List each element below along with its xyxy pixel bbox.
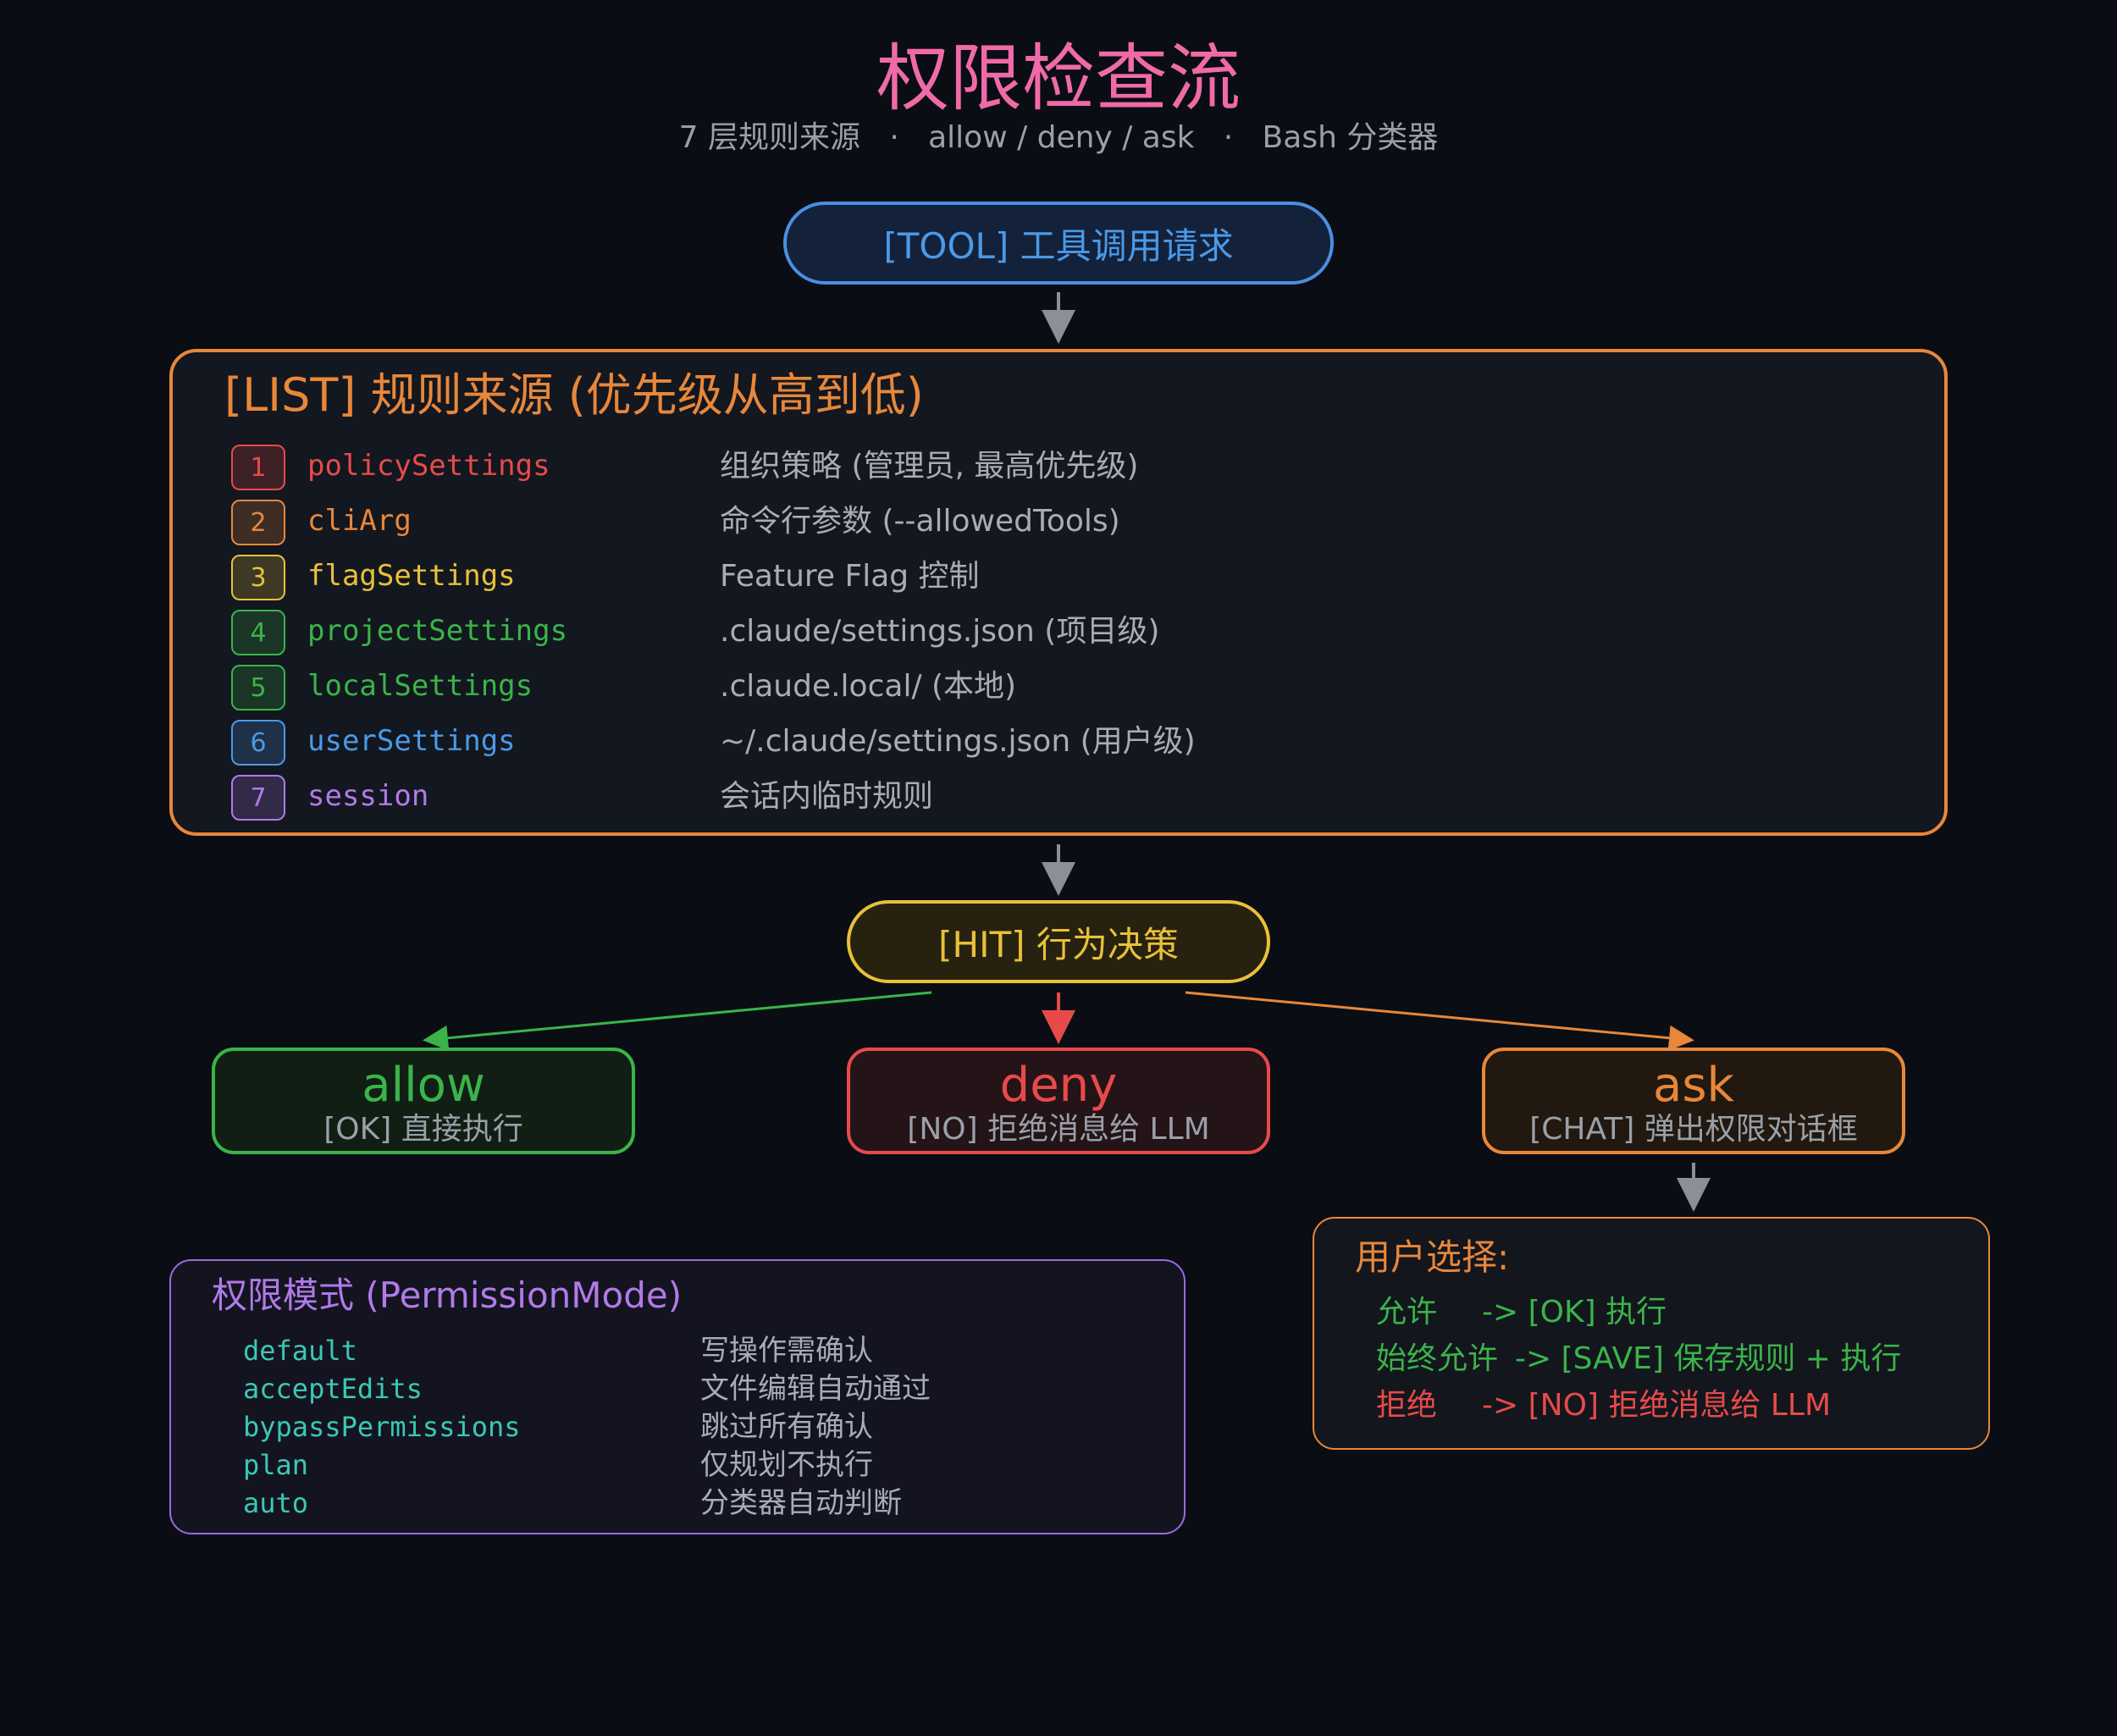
rule-source-description: Feature Flag 控制 [720,559,980,594]
allow-sublabel: [OK] 直接执行 [323,1112,523,1147]
rule-source-description: 命令行参数 (--allowedTools) [720,504,1120,539]
rule-source-description: .claude.local/ (本地) [720,669,1017,704]
rule-source-number-badge: 5 [231,665,285,710]
rule-source-number-badge: 6 [231,720,285,766]
permission-mode-description: 文件编辑自动通过 [700,1372,931,1406]
permission-mode-row: acceptEdits 文件编辑自动通过 [243,1370,1090,1408]
rule-source-number-badge: 1 [231,445,285,490]
ask-sublabel: [CHAT] 弹出权限对话框 [1529,1112,1858,1147]
rule-source-row: 2 cliArg 命令行参数 (--allowedTools) [231,500,1586,550]
permission-mode-name: bypassPermissions [243,1411,521,1443]
permission-mode-description: 跳过所有确认 [700,1410,873,1444]
rule-source-name: cliArg [307,504,412,538]
permission-mode-description: 写操作需确认 [700,1334,873,1368]
user-choice-option: 始终允许 [1376,1341,1499,1376]
rule-source-description: 会话内临时规则 [720,779,934,814]
permission-mode-row: bypassPermissions 跳过所有确认 [243,1408,1090,1446]
allow-label: allow [362,1058,485,1113]
user-choice-row: 拒绝 -> [NO] 拒绝消息给 LLM [1376,1385,1969,1427]
permission-mode-row: default 写操作需确认 [243,1332,1090,1370]
ask-decision-node: ask [CHAT] 弹出权限对话框 [1482,1048,1905,1154]
rule-source-name: session [307,779,429,813]
rule-source-row: 3 flagSettings Feature Flag 控制 [231,555,1586,605]
rule-source-name: userSettings [307,724,516,758]
permission-mode-name: acceptEdits [243,1373,423,1405]
user-choice-panel [1313,1217,1990,1450]
rule-source-name: projectSettings [307,614,568,648]
rule-source-number-badge: 7 [231,775,285,821]
user-choice-option: 允许 [1376,1295,1438,1330]
tool-request-node: [TOOL] 工具调用请求 [783,202,1334,285]
deny-label: deny [999,1058,1118,1113]
user-choice-heading: 用户选择: [1355,1236,1510,1278]
permission-modes-panel [169,1259,1186,1534]
user-choice-row: 始终允许 -> [SAVE] 保存规则 + 执行 [1376,1338,1969,1380]
rule-source-number-badge: 4 [231,610,285,655]
permission-mode-name: auto [243,1487,309,1519]
rule-source-row: 1 policySettings 组织策略 (管理员, 最高优先级) [231,445,1586,495]
rule-source-row: 7 session 会话内临时规则 [231,775,1586,826]
rule-source-name: localSettings [307,669,533,703]
rule-source-row: 4 projectSettings .claude/settings.json (项… [231,610,1586,661]
deny-decision-node: deny [NO] 拒绝消息给 LLM [847,1048,1270,1154]
rule-source-number-badge: 2 [231,500,285,545]
arrow-hit-to-allow [423,991,932,1051]
rule-sources-heading: [LIST] 规则来源 (优先级从高到低) [224,368,924,422]
rule-source-description: ~/.claude/settings.json (用户级) [720,724,1196,759]
rule-source-name: flagSettings [307,559,516,593]
allow-decision-node: allow [OK] 直接执行 [212,1048,635,1154]
deny-sublabel: [NO] 拒绝消息给 LLM [907,1112,1210,1147]
permission-mode-row: plan 仅规划不执行 [243,1446,1090,1484]
arrow-hit-to-ask [1185,991,1694,1051]
rule-source-number-badge: 3 [231,555,285,600]
permission-mode-row: auto 分类器自动判断 [243,1484,1090,1523]
rule-source-row: 5 localSettings .claude.local/ (本地) [231,665,1586,716]
user-choice-action: -> [OK] 执行 [1482,1295,1667,1330]
permission-mode-description: 分类器自动判断 [700,1486,902,1520]
rule-source-row: 6 userSettings ~/.claude/settings.json (用户… [231,720,1586,771]
rule-source-description: 组织策略 (管理员, 最高优先级) [720,449,1139,484]
rule-source-name: policySettings [307,449,550,483]
permission-modes-heading: 权限模式 (PermissionMode) [212,1274,683,1316]
user-choice-action: -> [SAVE] 保存规则 + 执行 [1515,1341,1902,1376]
page-subtitle: 7 层规则来源 · allow / deny / ask · Bash 分类器 [678,120,1439,155]
user-choice-option: 拒绝 [1376,1388,1438,1423]
user-choice-action: -> [NO] 拒绝消息给 LLM [1482,1388,1832,1423]
rule-source-description: .claude/settings.json (项目级) [720,614,1160,649]
permission-mode-name: plan [243,1449,309,1481]
ask-label: ask [1653,1058,1734,1113]
permission-mode-description: 仅规划不执行 [700,1448,873,1482]
behavior-decision-node: [HIT] 行为决策 [847,900,1270,983]
user-choice-row: 允许 -> [OK] 执行 [1376,1291,1969,1334]
rule-sources-panel [169,349,1948,836]
page-title: 权限检查流 [876,36,1241,121]
permission-mode-name: default [243,1335,357,1367]
